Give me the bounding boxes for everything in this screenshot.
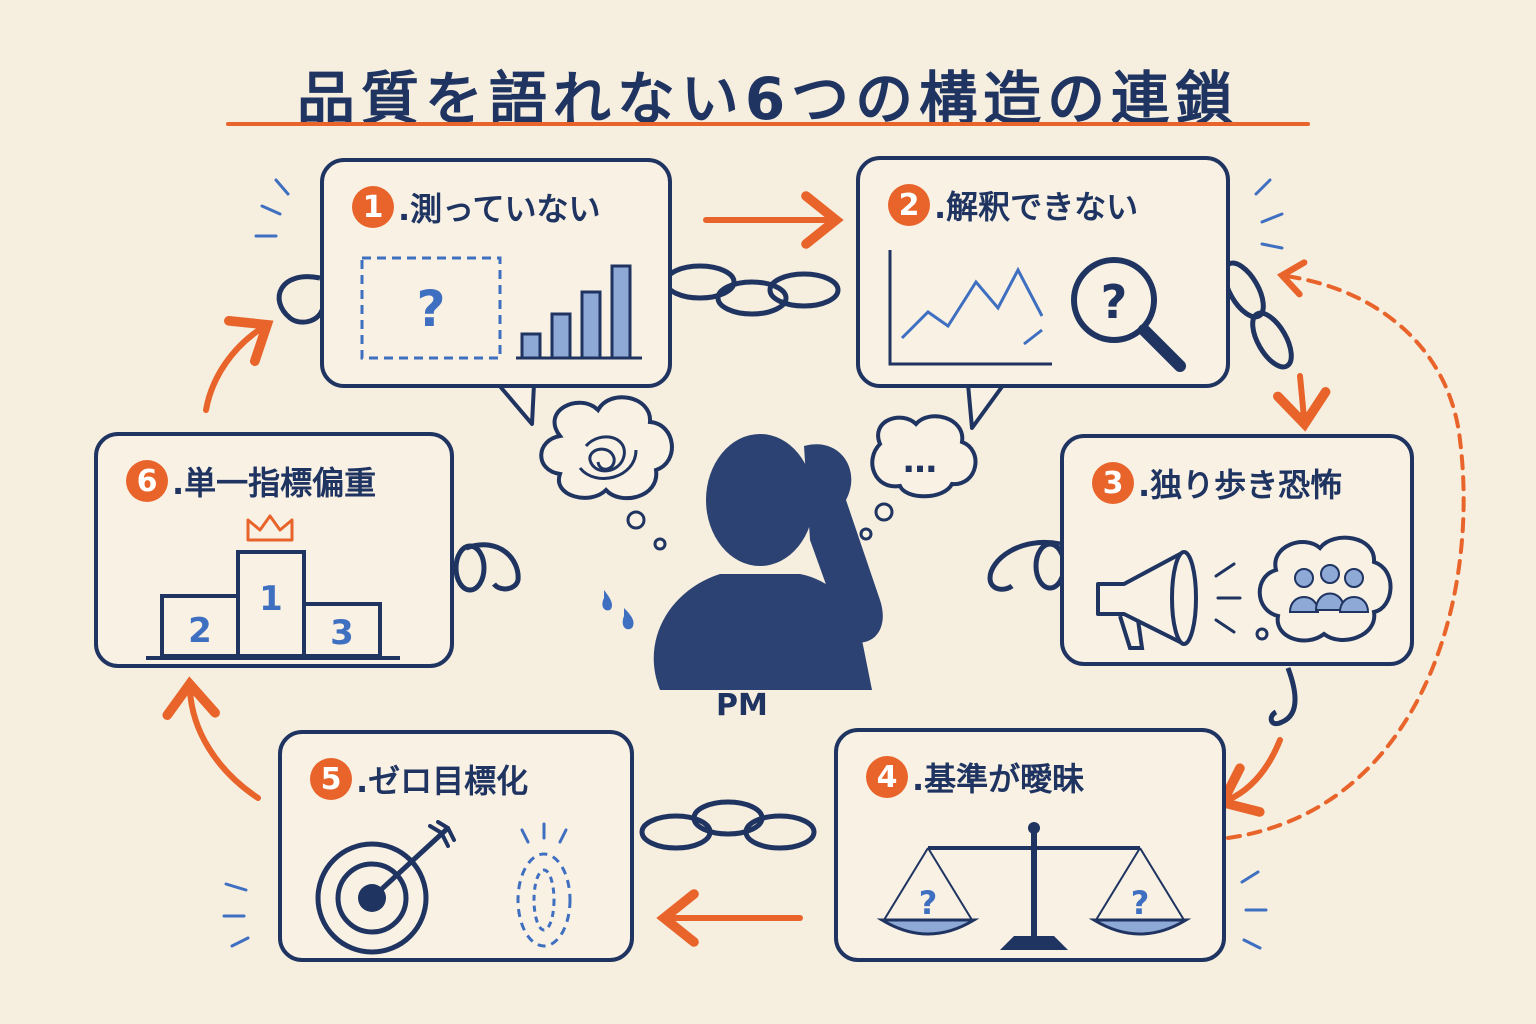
scale-left-question: ? [919,884,938,922]
step-number-2: 2 [888,184,930,226]
step-label-2: .解釈できない [934,188,1139,226]
target-zero-icon [315,820,572,955]
chain-hook-6 [465,542,521,592]
step-card-2: 2 .解釈できない ? [856,156,1230,388]
step-number-3: 3 [1092,462,1134,504]
step-label-4: .基準が曖昧 [912,760,1085,798]
scale-right-question: ? [1131,884,1150,922]
card-2-bubble-tail [966,382,1006,430]
arrow-6-to-1 [203,316,274,413]
ellipsis-thought-bubble: … [859,414,978,541]
pm-label: PM [716,688,768,723]
title-underline [226,122,1310,126]
step-card-5: 5 .ゼロ目標化 [278,730,634,962]
diagram-title: 品質を語れない6つの構造の連鎖 [296,65,1240,133]
balance-scale-icon: ? ? [876,822,1192,950]
arrow-3-to-4 [1215,737,1283,817]
question-bar-chart-icon: ? [360,256,642,360]
podium-rank-3: 3 [330,613,354,653]
chain-hook-3-4 [1268,667,1298,727]
chain-link-1-2 [663,263,841,317]
card-1-bubble-tail [496,382,536,426]
line-chart-magnifier-icon: ? [888,250,1186,372]
podium-rank-1: 1 [259,579,283,619]
chain-link-5-4 [639,799,817,851]
podium-rank-2: 2 [188,611,212,651]
step-card-3: 3 .独り歩き恐怖 [1060,434,1414,666]
arrow-2-to-3 [1273,373,1331,432]
podium-crown-icon: 1 2 3 [146,514,400,660]
chain-hook-3 [987,540,1061,592]
step-number-4: 4 [866,756,908,798]
megaphone-crowd-icon [1096,535,1393,650]
pm-person-icon [602,434,883,690]
step-label-1: .測っていない [398,190,601,228]
chart-question-mark: ? [416,280,445,338]
step-label-5: .ゼロ目標化 [356,762,529,800]
step-card-1: 1 .測っていない ? [320,158,672,388]
thought-dots: … [903,441,937,481]
step-number-6: 6 [126,460,168,502]
sparkle-marks [222,178,1284,950]
step-number-1: 1 [352,186,394,228]
chain-hook-1 [276,274,325,325]
step-number-5: 5 [310,758,352,800]
step-card-6: 6 .単一指標偏重 1 2 3 [94,432,454,668]
step-label-6: .単一指標偏重 [172,464,377,502]
step-label-3: .独り歩き恐怖 [1138,466,1343,504]
step-card-4: 4 .基準が曖昧 ? ? [834,728,1226,962]
tangled-thought-bubble [539,395,674,551]
arrow-5-to-6 [162,676,261,801]
magnifier-question-mark: ? [1101,275,1128,329]
